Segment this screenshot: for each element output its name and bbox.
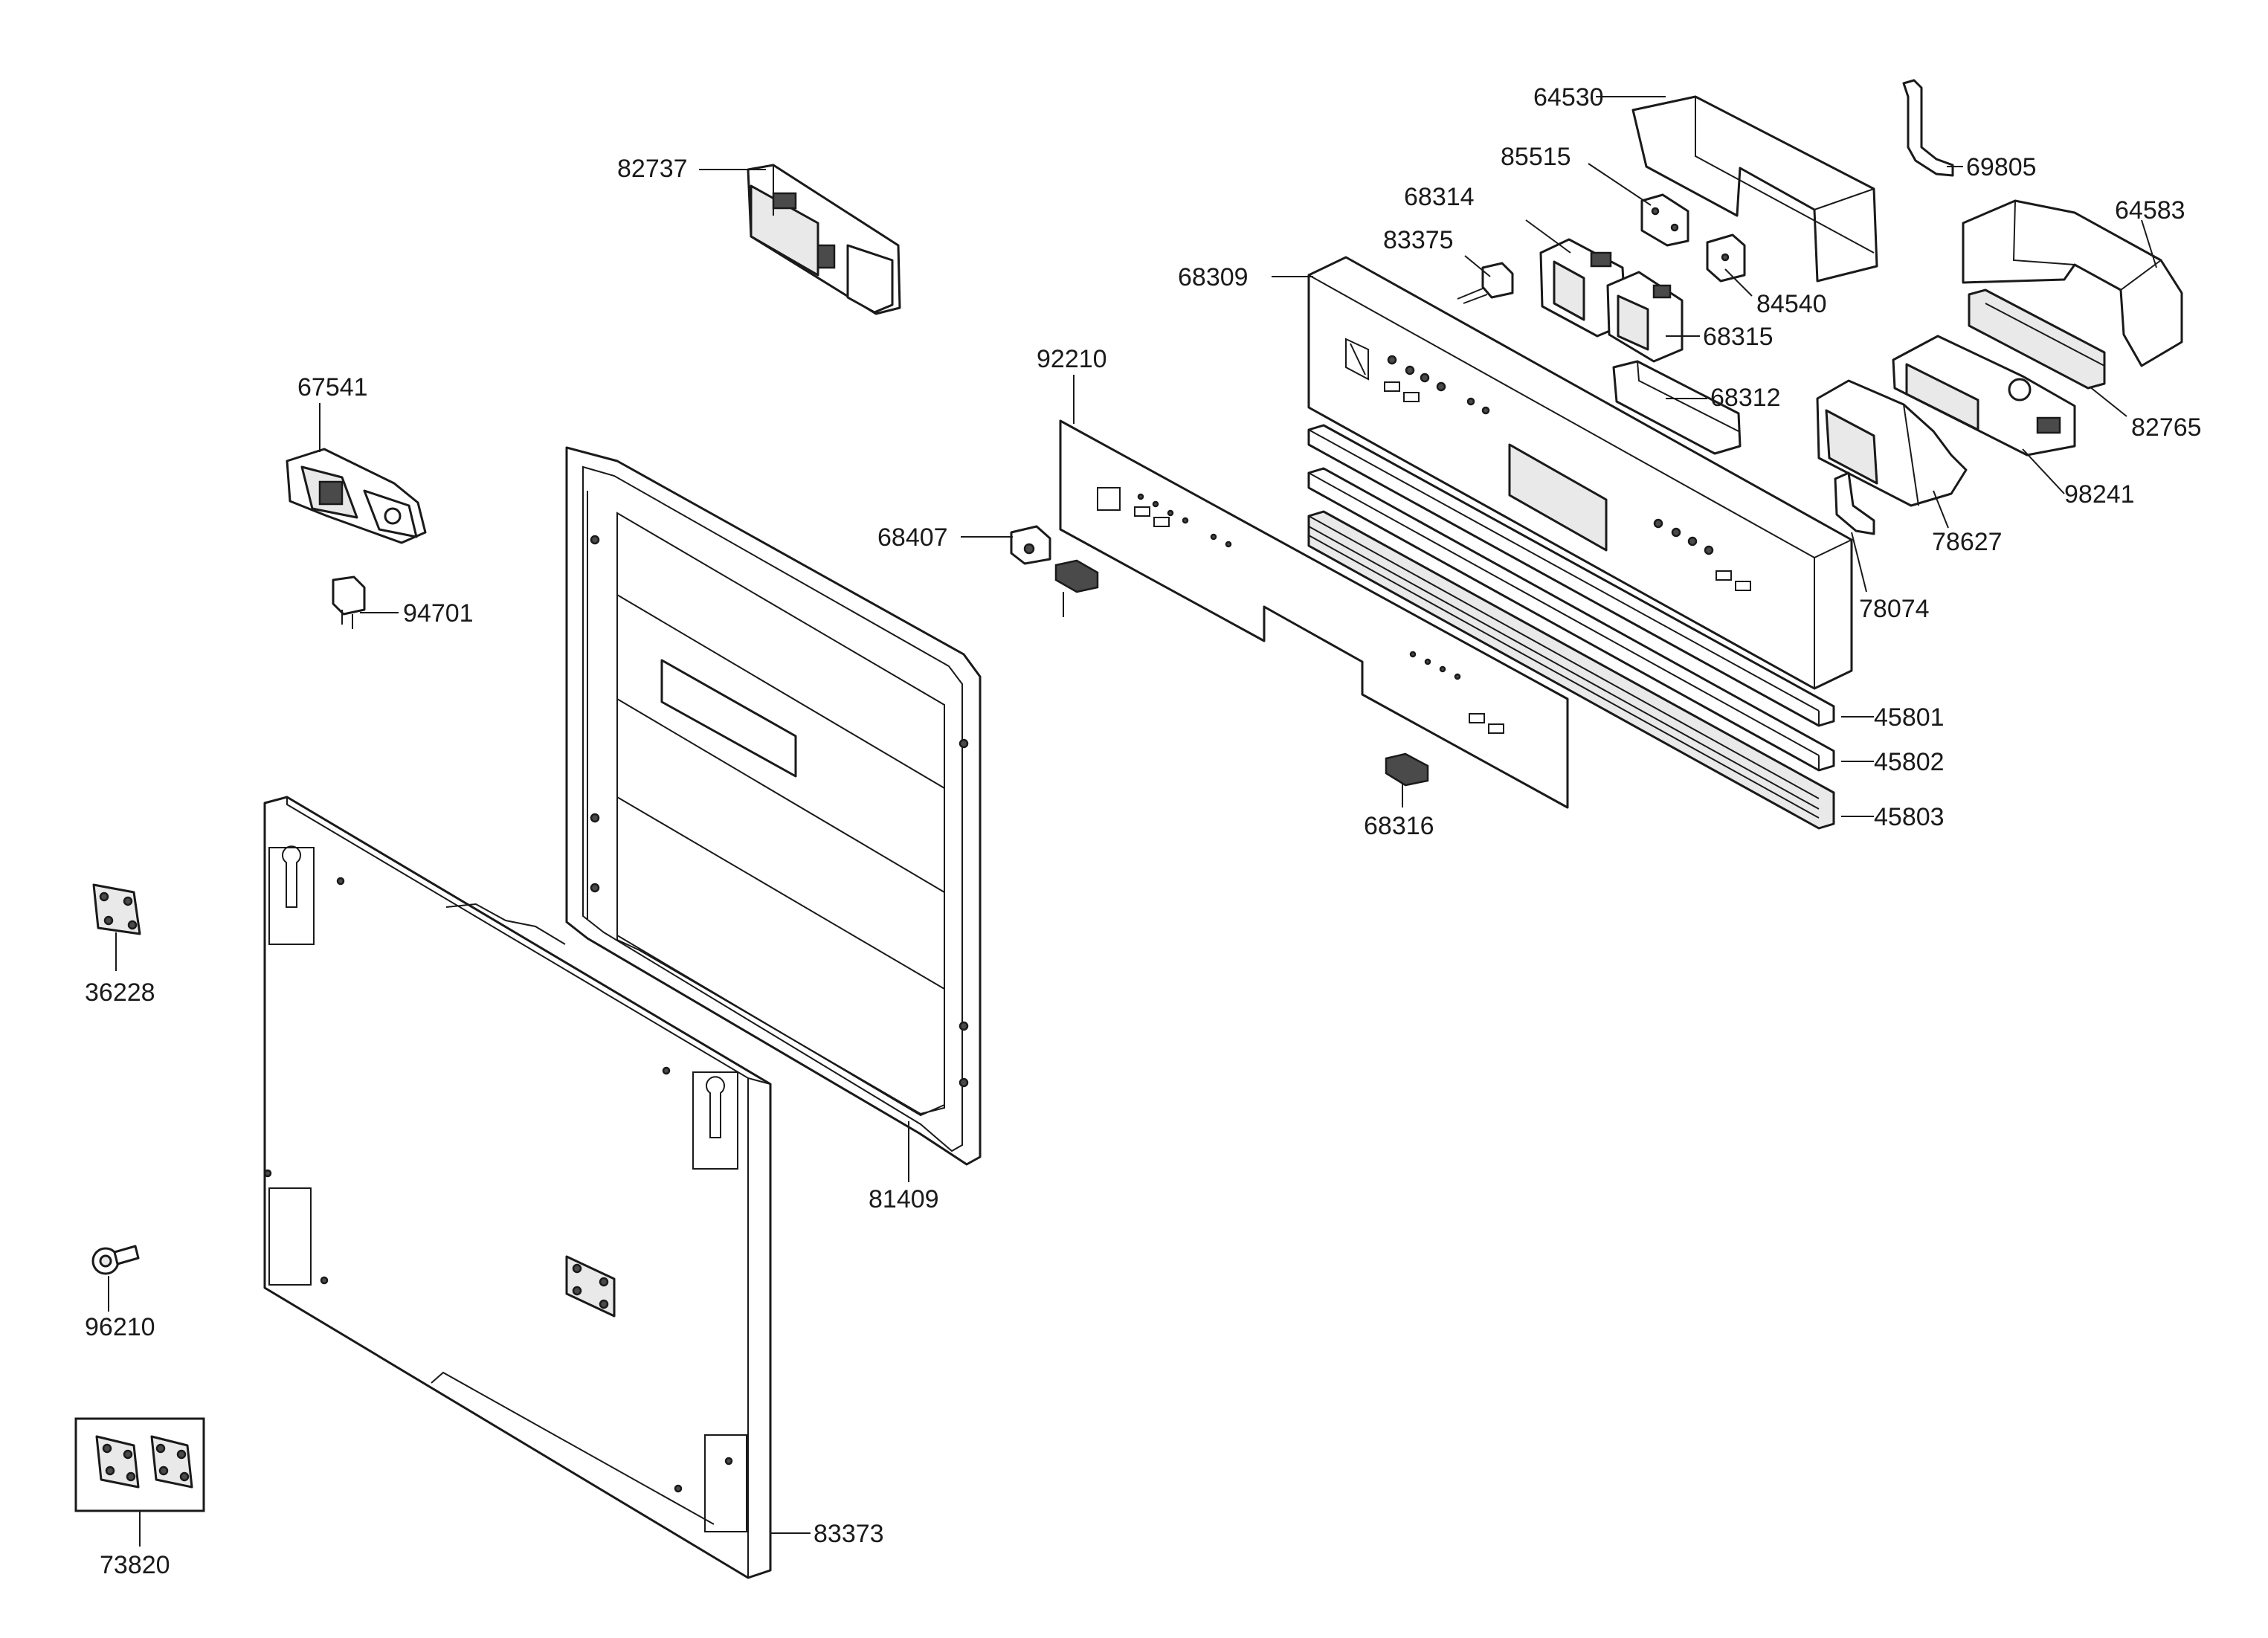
trim-strip-45803: [1307, 510, 1835, 830]
label-84540: 84540: [1756, 290, 1827, 318]
label-64530: 64530: [1533, 83, 1604, 112]
label-68316: 68316: [1364, 812, 1434, 840]
trim-strip-45801: [1307, 424, 1835, 727]
trim-strip-45802: [1307, 467, 1835, 772]
hinge-plate: [92, 883, 141, 935]
outer-door-panel: [263, 796, 772, 1579]
light-guide-69805: [1902, 79, 1954, 177]
bracket-78074: [1834, 471, 1875, 535]
label-36228: 36228: [85, 978, 155, 1007]
control-panel-fascia: [1307, 256, 1853, 690]
plastic-rivet: [91, 1245, 140, 1275]
label-69805: 69805: [1966, 153, 2037, 181]
part-number-labels: 64530 69805 85515 82737 68314 64583 8337…: [85, 83, 2202, 1579]
electronic-module-98241: [1892, 335, 2076, 457]
label-45802: 45802: [1874, 748, 1945, 776]
label-45803: 45803: [1874, 803, 1945, 831]
label-81409: 81409: [869, 1185, 939, 1213]
label-68312: 68312: [1710, 384, 1781, 412]
bracket-68312: [1612, 360, 1742, 455]
label-78074: 78074: [1859, 595, 1930, 623]
hinge-plate-kit: [74, 1417, 205, 1512]
push-button-set-lower: [1385, 752, 1429, 787]
label-83373: 83373: [814, 1520, 884, 1548]
connector-83375: [1457, 262, 1514, 304]
component-82765: [1968, 288, 2106, 390]
label-73820: 73820: [100, 1551, 170, 1579]
component-85515: [1640, 193, 1689, 247]
inner-door-liner: [565, 446, 982, 1166]
label-68314: 68314: [1404, 183, 1475, 211]
push-button-set-upper: [1054, 559, 1099, 617]
label-98241: 98241: [2064, 480, 2135, 509]
label-68309: 68309: [1178, 263, 1249, 291]
label-68407: 68407: [877, 523, 948, 552]
control-panel-foil: [1059, 419, 1569, 809]
label-64583: 64583: [2115, 196, 2185, 225]
component-84540: [1706, 233, 1746, 283]
label-68315: 68315: [1703, 323, 1774, 351]
door-switch: [332, 575, 366, 629]
selector-knob: [1010, 525, 1051, 565]
label-96210: 96210: [85, 1313, 155, 1341]
label-45801: 45801: [1874, 703, 1945, 732]
control-unit-78627: [1816, 379, 1968, 507]
leader-lines: [108, 96, 2157, 1547]
label-78627: 78627: [1932, 528, 2003, 556]
label-82737: 82737: [617, 155, 688, 183]
detergent-dispenser: [747, 164, 901, 315]
label-82765: 82765: [2131, 413, 2202, 442]
door-lock: [286, 448, 427, 544]
label-85515: 85515: [1501, 143, 1571, 171]
program-selector-68315: [1606, 271, 1684, 363]
label-94701: 94701: [403, 599, 474, 628]
label-83375: 83375: [1383, 226, 1454, 254]
label-92210: 92210: [1037, 345, 1107, 373]
label-67541: 67541: [297, 373, 368, 402]
electronics-cover-64530: [1631, 95, 1878, 283]
electronics-cover-64583: [1962, 199, 2183, 367]
